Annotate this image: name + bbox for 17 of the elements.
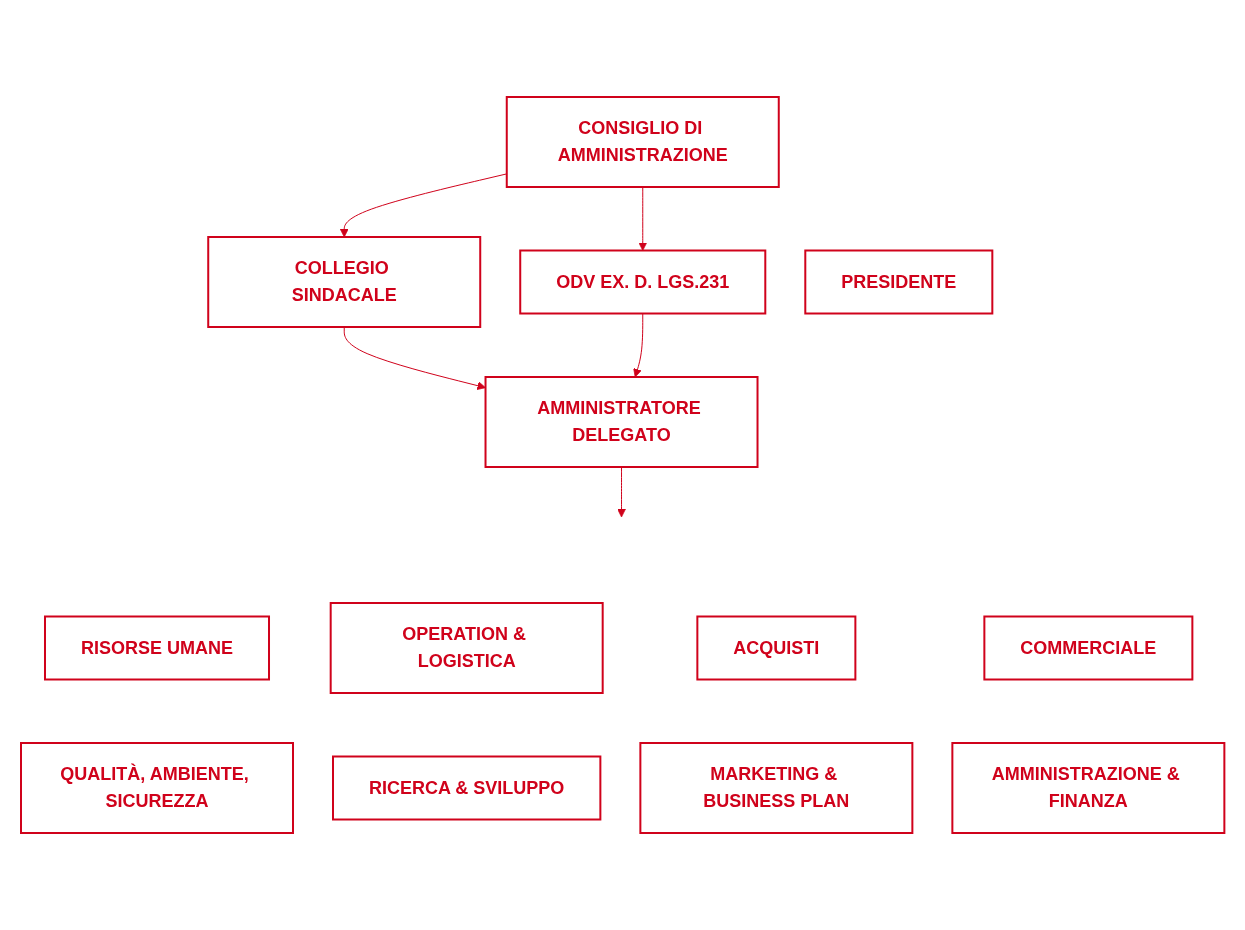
node-box: PRESIDENTE <box>804 249 994 315</box>
arrow <box>616 466 626 518</box>
node-box: ACQUISTI <box>696 615 857 681</box>
node-box: AMMINISTRAZIONE & FINANZA <box>951 742 1226 834</box>
node-box: RISORSE UMANE <box>43 615 270 681</box>
node-box: OPERATION & LOGISTICA <box>329 602 604 694</box>
node-box: MARKETING & BUSINESS PLAN <box>639 742 914 834</box>
node-box: ODV EX. D. LGS.231 <box>519 249 767 315</box>
node-box: COMMERCIALE <box>983 615 1194 681</box>
arrow <box>638 186 647 251</box>
node-box: AMMINISTRATORE DELEGATO <box>484 376 759 468</box>
node-box: COLLEGIO SINDACALE <box>207 236 482 328</box>
node-box: CONSIGLIO DI AMMINISTRAZIONE <box>505 96 780 188</box>
arrow <box>633 313 644 378</box>
arrow <box>343 326 486 390</box>
node-box: QUALITÀ, AMBIENTE, SICUREZZA <box>19 742 294 834</box>
node-box: RICERCA & SVILUPPO <box>331 755 602 821</box>
